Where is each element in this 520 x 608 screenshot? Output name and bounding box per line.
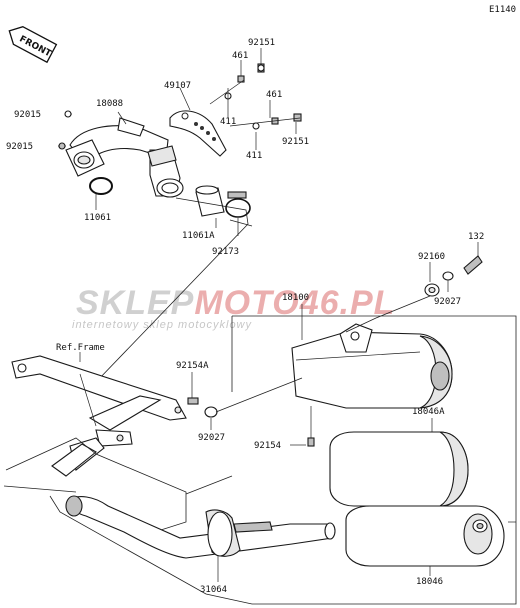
label-92151-right: 92151 xyxy=(282,137,309,147)
label-92154: 92154 xyxy=(254,441,281,451)
watermark: SKLEPMOTO46.PL internetowy sklep motocyk… xyxy=(72,284,394,331)
label-132: 132 xyxy=(468,232,484,242)
label-49107: 49107 xyxy=(164,81,191,91)
header-pipe-18088 xyxy=(65,117,184,198)
watermark-brand-left: SKLEP xyxy=(76,284,194,322)
sleeve-11061A xyxy=(195,185,225,217)
bolt-92154A xyxy=(187,397,199,405)
label-411-b: 411 xyxy=(246,151,262,161)
diagram-code: E1140 xyxy=(489,5,516,15)
washer-92160 xyxy=(424,283,440,297)
cover-18046A xyxy=(329,431,469,507)
label-92151-top: 92151 xyxy=(248,38,275,48)
label-18046A: 18046A xyxy=(412,407,445,417)
front-arrow-icon: FRONT xyxy=(8,25,58,64)
label-92015-a: 92015 xyxy=(14,110,41,120)
sub-frame-ref xyxy=(11,355,187,477)
label-92015-b: 92015 xyxy=(6,142,33,152)
label-ref-frame: Ref.Frame xyxy=(56,343,105,353)
collar-461-top xyxy=(237,75,245,83)
label-18088: 18088 xyxy=(96,99,123,109)
bolt-92151-top xyxy=(257,63,265,73)
label-18100: 18100 xyxy=(282,293,309,303)
label-461-right: 461 xyxy=(266,90,282,100)
label-411-a: 411 xyxy=(220,117,236,127)
label-18046: 18046 xyxy=(416,577,443,587)
mid-pipe-31064 xyxy=(65,495,336,559)
label-11061: 11061 xyxy=(84,213,111,223)
muffler-18100 xyxy=(291,323,453,409)
gasket-11061 xyxy=(89,177,113,195)
bolt-92151-right xyxy=(293,113,302,122)
label-461-top: 461 xyxy=(232,51,248,61)
label-92027-top: 92027 xyxy=(434,297,461,307)
label-92173: 92173 xyxy=(212,247,239,257)
watermark-tagline: internetowy sklep motocyklowy xyxy=(72,319,253,331)
label-92160: 92160 xyxy=(418,252,445,262)
label-92027-mid: 92027 xyxy=(198,433,225,443)
grommet-411-b xyxy=(252,122,260,130)
label-92154A: 92154A xyxy=(176,361,209,371)
washer-92027-mid xyxy=(204,406,218,418)
label-31064: 31064 xyxy=(200,585,227,595)
heat-guard-49107 xyxy=(169,110,227,157)
bolt-132 xyxy=(463,255,483,275)
label-11061A: 11061A xyxy=(182,231,215,241)
bolt-92154 xyxy=(307,406,315,447)
cover-18046 xyxy=(345,505,505,567)
washer-92027-top xyxy=(442,271,454,281)
clamp-92173 xyxy=(225,191,251,218)
